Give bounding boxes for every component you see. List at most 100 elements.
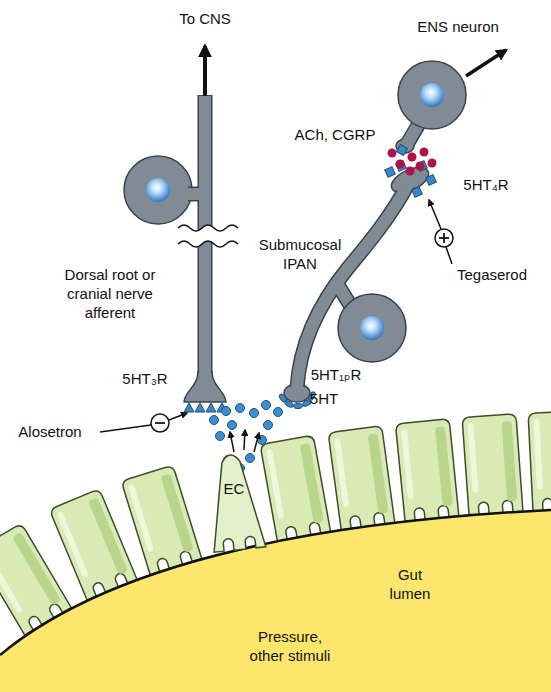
drug-label: Alosetron	[3, 423, 98, 442]
serotonin-dot	[262, 401, 271, 410]
ach-cgrp-dot	[396, 160, 405, 169]
node-text: Pressure, other stimuli	[240, 628, 340, 666]
axon-terminal	[388, 162, 433, 197]
output-arrow	[466, 50, 506, 76]
dendrite-tip	[396, 139, 414, 153]
serotonin-dot	[246, 454, 255, 463]
receptor-5ht4	[417, 161, 428, 172]
lumen-border	[0, 510, 551, 655]
neuron-label: ENS neuron	[403, 18, 513, 37]
receptor-ens	[397, 145, 408, 156]
receptor-5ht1p	[308, 391, 317, 401]
ec-cell: EC	[170, 440, 300, 560]
receptor-5ht4	[412, 187, 423, 198]
transmitter-label: ACh, CGRP	[285, 126, 385, 145]
drug-leader	[446, 247, 452, 264]
node-text: Gut lumen	[380, 566, 440, 604]
node-text: EC	[214, 480, 254, 499]
receptor-5ht1p	[278, 393, 288, 403]
pressure-arrow	[224, 562, 245, 612]
neuron-stalk	[336, 282, 352, 308]
epithelial-cell	[0, 523, 71, 635]
afferent-axon	[198, 95, 213, 380]
epithelial-cell	[462, 414, 523, 516]
receptor-label: 5HT₄R	[454, 176, 518, 195]
neuron-nucleus	[146, 178, 170, 202]
drug-leader	[169, 413, 187, 420]
receptor-5ht3	[195, 403, 205, 412]
serotonin-dot	[274, 408, 283, 417]
minus-sign	[155, 422, 165, 424]
serotonin-dot	[222, 407, 231, 416]
gut-lumen: Gut lumenPressure, other stimuli	[0, 500, 551, 692]
ec-cell-shape	[204, 452, 266, 552]
ach-cgrp-dot	[416, 162, 425, 171]
neuron-body	[338, 294, 406, 362]
output-label: To CNS	[165, 10, 245, 29]
output-arrow	[203, 46, 207, 96]
pressure-arrow	[271, 553, 280, 608]
neuron-stalk	[186, 188, 206, 200]
receptor-5ht4	[426, 175, 437, 186]
receptor-label: 5HT₃R	[113, 370, 177, 389]
gut-lumen-outline	[0, 500, 551, 692]
serotonin-dot	[236, 404, 245, 413]
receptor-5ht4	[396, 161, 407, 172]
pressure-arrow	[295, 549, 298, 606]
neuron-body	[124, 156, 192, 224]
receptor-5ht3	[184, 403, 194, 412]
epithelial-cell	[49, 489, 137, 600]
epithelial-cell	[395, 419, 458, 522]
epithelial-cell	[121, 465, 202, 575]
plus-sign	[439, 237, 449, 239]
stimulate-symbol	[435, 229, 453, 247]
afferent-axon	[199, 96, 211, 384]
serotonin-dot	[250, 409, 259, 418]
lumen-shape	[0, 510, 551, 692]
ach-cgrp-dot	[420, 148, 429, 157]
neuron-nucleus	[420, 83, 444, 107]
epithelial-cell	[528, 411, 551, 512]
epithelial-cell	[260, 435, 331, 541]
inhibit-symbol	[151, 414, 169, 432]
ec-cell-outline	[170, 440, 300, 560]
break-symbol	[178, 241, 238, 247]
serotonin-dot	[228, 421, 237, 430]
ach-cgrp-dot	[388, 149, 397, 158]
axon-terminal	[184, 372, 226, 402]
release-arrow	[254, 433, 259, 452]
drug-leader	[100, 425, 151, 432]
serotonin-dot	[258, 436, 267, 445]
serotonin-dot	[216, 432, 225, 441]
epithelial-cell	[328, 426, 395, 530]
receptor-5ht3	[206, 403, 216, 412]
serotonin-dot	[210, 416, 219, 425]
release-arrow	[230, 432, 234, 452]
pressure-arrow	[247, 557, 262, 610]
neuron-label: Submucosal IPAN	[255, 236, 345, 274]
receptor-5ht4	[385, 167, 396, 178]
serotonin-dot	[224, 456, 233, 465]
ach-cgrp-dot	[406, 167, 415, 176]
axon-break	[178, 225, 238, 247]
neuron-dendrite	[406, 122, 420, 146]
neuron-body	[398, 61, 466, 129]
ipan-axon	[297, 184, 408, 388]
ach-cgrp-dot	[408, 153, 417, 162]
neuron-label: Dorsal root or cranial nerve afferent	[60, 266, 160, 322]
serotonin-dot	[264, 421, 273, 430]
neuron-dendrite	[407, 120, 421, 144]
axon-terminal	[284, 384, 310, 402]
ipan-axon	[297, 184, 408, 388]
pressure-arrow	[316, 546, 318, 606]
receptor-5ht1p	[284, 400, 294, 409]
plus-sign	[443, 233, 445, 243]
transmitter-label: 5HT	[302, 390, 346, 409]
break-symbol	[178, 225, 238, 231]
release-arrow	[244, 430, 245, 450]
axon-terminal	[286, 386, 309, 401]
